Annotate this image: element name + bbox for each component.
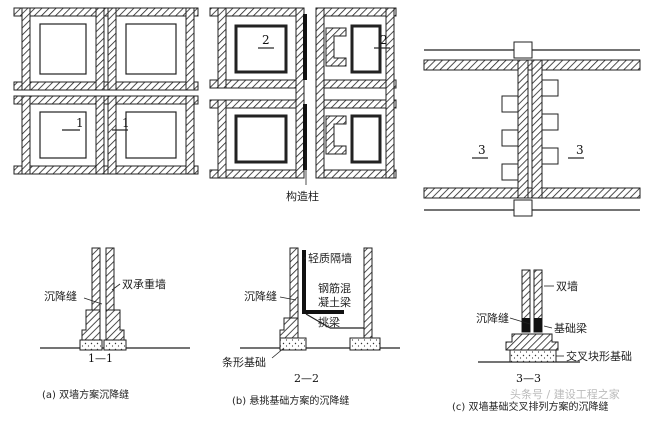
plan-b: 2 2 构造柱 — [209, 7, 397, 203]
watermark: 头条号 / 建设工程之家 — [510, 387, 620, 401]
rc-beam-label-line1: 钢筋混 — [318, 281, 351, 295]
light-partition-label: 轻质隔墙 — [308, 251, 352, 265]
plan-c: 3 3 — [423, 41, 641, 217]
section-1-1: 双承重墙 沉降缝 1—1 — [40, 247, 190, 365]
section-mark-3-left: 3 — [478, 143, 486, 157]
foundation-beam-label: 基础梁 — [554, 321, 587, 335]
strip-foundation-label: 条形基础 — [222, 355, 266, 369]
section-3-3-title: 3—3 — [516, 372, 541, 385]
cross-foundation-label: 交叉块形基础 — [566, 349, 632, 363]
rc-beam-label-line2: 凝土梁 — [318, 295, 351, 309]
section-2-2-title: 2—2 — [294, 372, 319, 385]
settlement-joint-b-label: 沉降缝 — [244, 289, 277, 303]
caption-a: (a) 双墙方案沉降缝 — [42, 388, 129, 401]
construction-column-label: 构造柱 — [286, 189, 319, 203]
caption-c: (c) 双墙基础交叉排列方案的沉降缝 — [452, 400, 608, 413]
caption-b: (b) 悬挑基础方案的沉降缝 — [232, 394, 349, 407]
section-3-3: 双墙 沉降缝 基础梁 交叉块形基础 3—3 — [476, 269, 632, 385]
section-mark-1-left: 1 — [76, 116, 84, 130]
settlement-joint-a-label: 沉降缝 — [44, 289, 77, 303]
section-mark-2-left: 2 — [262, 33, 270, 47]
section-2-2: 轻质隔墙 沉降缝 钢筋混 凝土梁 挑梁 条形基础 2—2 — [222, 247, 400, 385]
cantilever-beam-label: 挑梁 — [318, 315, 340, 329]
section-1-1-title: 1—1 — [88, 352, 113, 365]
double-wall-label: 双墙 — [556, 279, 578, 293]
section-mark-3-right: 3 — [576, 143, 584, 157]
double-bearing-wall-label: 双承重墙 — [122, 277, 166, 291]
section-mark-1-right: 1 — [122, 116, 130, 130]
section-mark-2-right: 2 — [380, 33, 388, 47]
settlement-joint-c-label: 沉降缝 — [476, 311, 509, 325]
plan-a: 1 1 — [13, 7, 199, 175]
